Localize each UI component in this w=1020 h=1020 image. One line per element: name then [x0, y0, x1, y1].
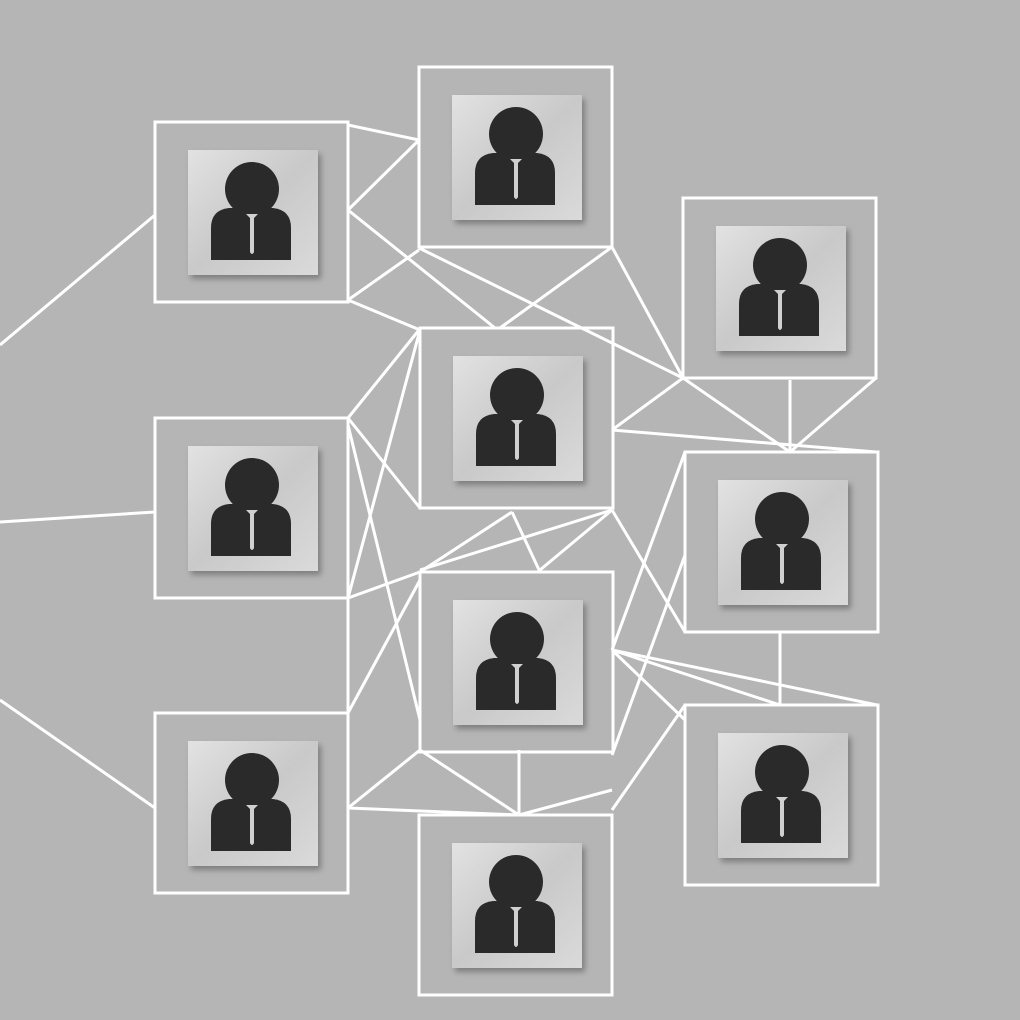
person-icon [475, 855, 555, 953]
connector-line [610, 648, 687, 722]
connector-line [610, 246, 685, 379]
person-icon [741, 745, 821, 843]
connector-line [610, 554, 687, 756]
node-frame [417, 65, 614, 249]
connector-line [611, 376, 684, 432]
person-icon [211, 458, 291, 556]
connector-line [682, 376, 791, 454]
person-icon [475, 107, 555, 205]
connector-line [419, 508, 613, 572]
connector-line [610, 704, 687, 811]
person-node [153, 120, 350, 304]
person-icon [211, 753, 291, 851]
node-frame [153, 416, 350, 600]
connector-line [539, 508, 613, 572]
connector-line [346, 579, 422, 714]
node-frame [417, 813, 614, 997]
connector-line [347, 298, 421, 332]
person-node [418, 326, 615, 510]
connector-line [347, 123, 420, 142]
person-icon [739, 238, 819, 336]
connector-line [346, 138, 421, 212]
person-node [683, 450, 880, 634]
connector-line [418, 246, 684, 380]
person-icon [211, 162, 291, 260]
person-node [681, 196, 878, 380]
person-node [683, 703, 880, 887]
person-node [417, 813, 614, 997]
connector-line [0, 510, 156, 524]
connector-line [789, 376, 877, 454]
connector-line [346, 329, 422, 599]
connector-line [347, 748, 421, 810]
node-frame [418, 326, 615, 510]
person-node [153, 711, 350, 895]
nodes [153, 65, 880, 997]
person-node [153, 416, 350, 600]
connector-line [419, 510, 513, 574]
node-frame [683, 703, 880, 887]
person-icon [476, 368, 556, 466]
node-frame [681, 196, 878, 380]
connector-line [611, 648, 781, 707]
connector-line [347, 208, 496, 330]
person-node [417, 65, 614, 249]
connector-line [346, 329, 421, 419]
connector-line [499, 245, 613, 330]
connector-line [347, 248, 420, 302]
person-icon [741, 492, 821, 590]
connector-line [510, 511, 542, 573]
connector-line [611, 428, 877, 454]
connector-line [347, 570, 421, 600]
connector-line [610, 509, 687, 633]
connector-line [346, 424, 422, 721]
node-frame [153, 711, 350, 895]
connector-line [610, 451, 687, 651]
connector-line [419, 748, 520, 817]
connector-line [0, 698, 156, 810]
person-icon [476, 612, 556, 710]
person-node [418, 570, 615, 754]
node-frame [153, 120, 350, 304]
connector-line [518, 788, 613, 817]
node-frame [683, 450, 880, 634]
connector-lines [0, 123, 878, 817]
connector-line [611, 648, 878, 707]
connector-line [0, 213, 156, 347]
node-frame [418, 570, 615, 754]
